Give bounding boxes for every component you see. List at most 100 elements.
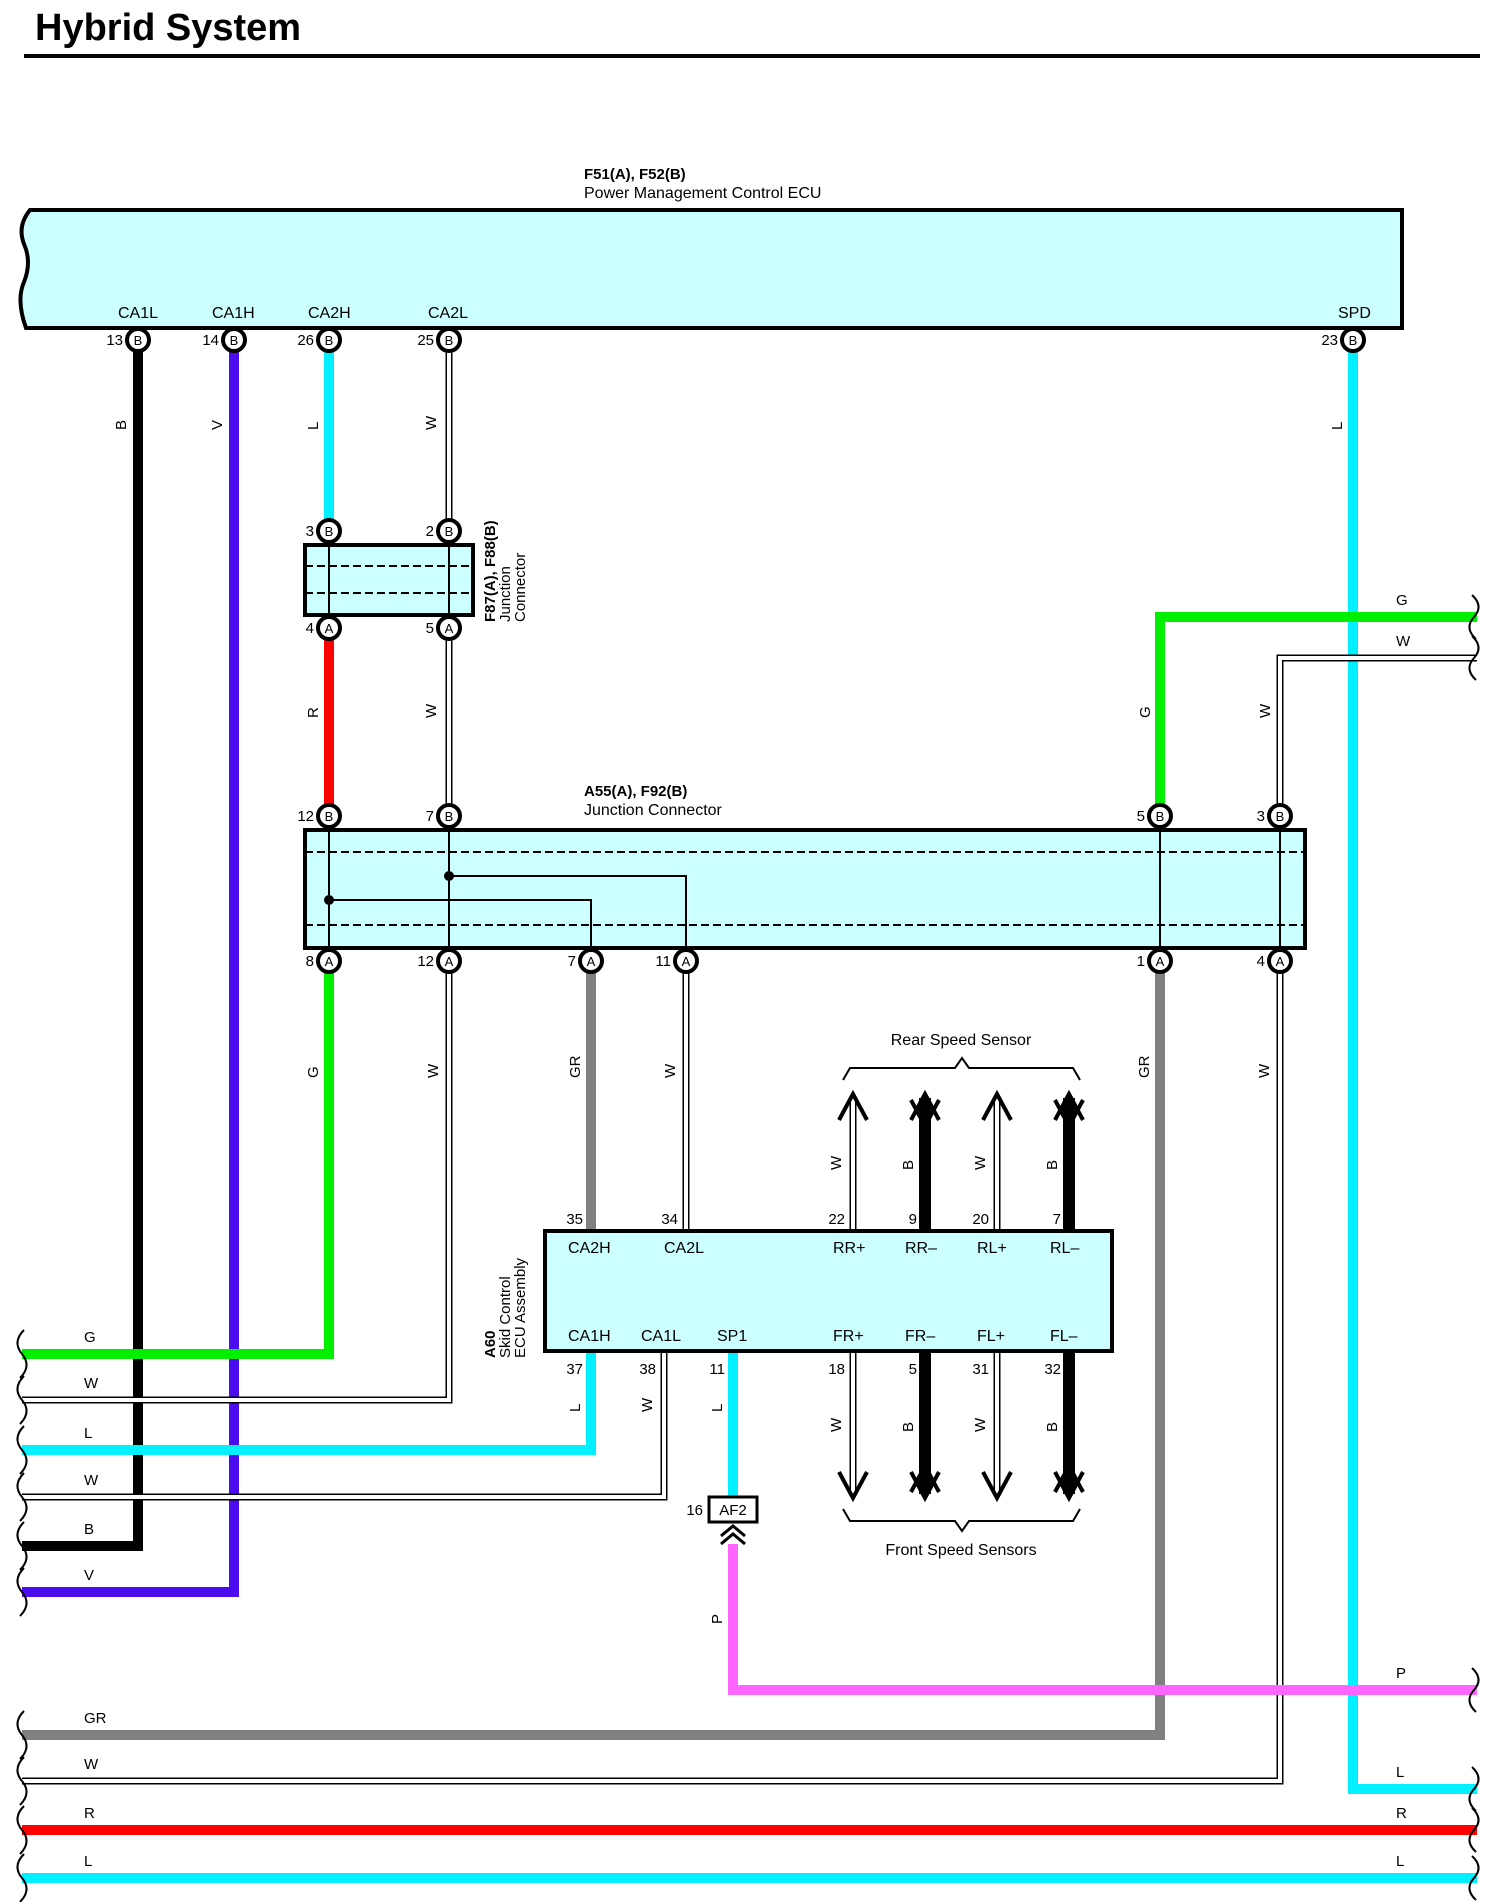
skid-terminal-ca1l: CA1L: [641, 1328, 681, 1345]
jc-big-pin-top-0-number: 12: [297, 808, 314, 825]
skid-ecu-box: [543, 1229, 1114, 1353]
ecu-pin-spd: [1340, 327, 1366, 353]
right-exit-label-2: P: [1396, 1665, 1406, 1682]
jc-small-pin-top-0-letter: B: [325, 524, 334, 539]
left-break-3: [16, 1472, 28, 1522]
rear-sensor-arrow-down-3: [1053, 1099, 1085, 1131]
jc-small-pin-bottom-1-number: 5: [426, 620, 434, 637]
left-break-9: [16, 1853, 28, 1902]
label-rear-sensor-wire-3: B: [1044, 1160, 1061, 1170]
skid-ecu-name-2: ECU Assembly: [512, 1257, 529, 1358]
jc-big-box: [303, 828, 1307, 950]
jc-small-pin-top-1-letter: B: [445, 524, 454, 539]
jc-big-id: A55(A), F92(B): [584, 783, 687, 800]
right-exit-label-5: L: [1396, 1853, 1404, 1870]
jc-big-pin-top-2-letter: B: [1156, 809, 1165, 824]
right-exit-label-1: W: [1396, 633, 1411, 650]
left-exit-label-4: B: [84, 1521, 94, 1538]
label-jc-r-wire: R: [305, 707, 322, 718]
ecu-terminal-ca2l: CA2L: [428, 305, 468, 322]
label-jc-w-wire: W: [423, 703, 440, 718]
wire-spd: [1348, 340, 1477, 1794]
left-exit-label-9: L: [84, 1853, 92, 1870]
af2-name: AF2: [719, 1502, 747, 1519]
wire-ca1l-skid: [22, 1351, 666, 1499]
wire-right-w: [1278, 656, 1477, 830]
skid-terminal-fl-plus: FL+: [977, 1328, 1005, 1345]
skid-terminal-ca2h: CA2H: [568, 1240, 611, 1257]
right-break-0: [1468, 594, 1480, 640]
ecu-pin-ca2h-number: 26: [297, 332, 314, 349]
skid-pin-top-4: 20: [972, 1211, 989, 1228]
jc-big-pin-bottom-2-number: 7: [568, 953, 576, 970]
skid-terminal-rl-plus: RL+: [977, 1240, 1007, 1257]
wire-af2-p: [728, 1544, 1477, 1695]
ecu-pin-ca2h: [316, 327, 342, 353]
ecu-pin-ca1l: [125, 327, 151, 353]
jc-small-id: F87(A), F88(B): [482, 520, 499, 622]
skid-pin-bottom-4: 5: [909, 1361, 917, 1378]
jc-small-pin-bottom-1-letter: A: [445, 621, 454, 636]
jc-big-pin-top-1-letter: B: [445, 809, 454, 824]
power-management-ecu: F51(A), F52(B) Power Management Control …: [18, 166, 1404, 330]
ecu-pin-ca1h-number: 14: [202, 332, 219, 349]
skid-pin-bottom-5: 31: [972, 1361, 989, 1378]
page-title: Hybrid System: [35, 7, 302, 49]
rear-sensor-arrow-down-1: [909, 1099, 941, 1131]
skid-ecu-name-1: Skid Control: [497, 1276, 514, 1358]
skid-terminal-ca2l: CA2L: [664, 1240, 704, 1257]
left-exit-label-1: W: [84, 1375, 99, 1392]
junction-connector-a55-f92: A55(A), F92(B) Junction Connector: [303, 783, 1307, 950]
skid-pin-bottom-1: 38: [639, 1361, 656, 1378]
label-jc-bottom-wire-4: GR: [1136, 1055, 1153, 1078]
right-break-1: [1468, 635, 1480, 681]
left-break-5: [16, 1567, 28, 1617]
af2-box: [707, 1495, 759, 1524]
jc-small-box: [303, 543, 475, 617]
label-jc-g-top-wire: G: [1137, 706, 1154, 718]
skid-terminal-fr-minus: FR–: [905, 1328, 935, 1345]
label-jc-bottom-wire-2: GR: [567, 1055, 584, 1078]
label-ca1h-skid-wire: L: [567, 1404, 584, 1412]
ecu-pin-spd-letter: B: [1349, 333, 1358, 348]
jc-big-pin-top-2: [1147, 803, 1173, 829]
skid-pin-bottom-0: 37: [566, 1361, 583, 1378]
right-break-4: [1468, 1807, 1480, 1853]
jc-small-pin-top-1-number: 2: [426, 523, 434, 540]
label-af2-wire: P: [709, 1614, 726, 1624]
left-exit-label-8: R: [84, 1805, 95, 1822]
ecu-pin-ca1l-letter: B: [134, 333, 143, 348]
front-sensor-arrow-up-3: [1053, 1461, 1085, 1493]
ecu-box: [18, 208, 1404, 330]
jc-big-pin-bottom-3-letter: A: [682, 954, 691, 969]
wire-right-g: [1155, 612, 1477, 830]
right-break-2: [1468, 1667, 1480, 1713]
rear-speed-sensor-brace: Rear Speed Sensor: [842, 1032, 1081, 1081]
jc-small-pin-bottom-0: [316, 615, 342, 641]
ecu-terminal-ca2h: CA2H: [308, 305, 351, 322]
af2-connector: AF2 16: [686, 1495, 759, 1546]
rear-speed-sensor-label: Rear Speed Sensor: [891, 1032, 1032, 1049]
skid-terminal-sp1: SP1: [717, 1328, 747, 1345]
jc-big-pin-bottom-5-number: 4: [1257, 953, 1265, 970]
label-front-sensor-wire-0: W: [828, 1417, 845, 1432]
jc-big-pin-top-0-letter: B: [325, 809, 334, 824]
jc-big-pin-bottom-5: [1267, 948, 1293, 974]
jc-big-pin-bottom-3: [673, 948, 699, 974]
label-ca1l-skid-wire: W: [639, 1397, 656, 1412]
label-ca2l-wire: W: [423, 415, 440, 430]
label-jc-bottom-wire-3: W: [662, 1063, 679, 1078]
skid-pin-top-3: 9: [909, 1211, 917, 1228]
right-exit-label-0: G: [1396, 592, 1408, 609]
jc-big-pin-bottom-1-number: 12: [417, 953, 434, 970]
jc-big-pin-top-0: [316, 803, 342, 829]
right-exit-label-3: L: [1396, 1764, 1404, 1781]
jc-small-pin-bottom-1: [436, 615, 462, 641]
label-front-sensor-wire-2: W: [972, 1417, 989, 1432]
right-exit-label-4: R: [1396, 1805, 1407, 1822]
skid-control-ecu: A60 Skid Control ECU Assembly CA2H CA2L …: [482, 1229, 1114, 1358]
jc-big-pin-bottom-4-letter: A: [1156, 954, 1165, 969]
skid-pin-top-1: 34: [661, 1211, 678, 1228]
